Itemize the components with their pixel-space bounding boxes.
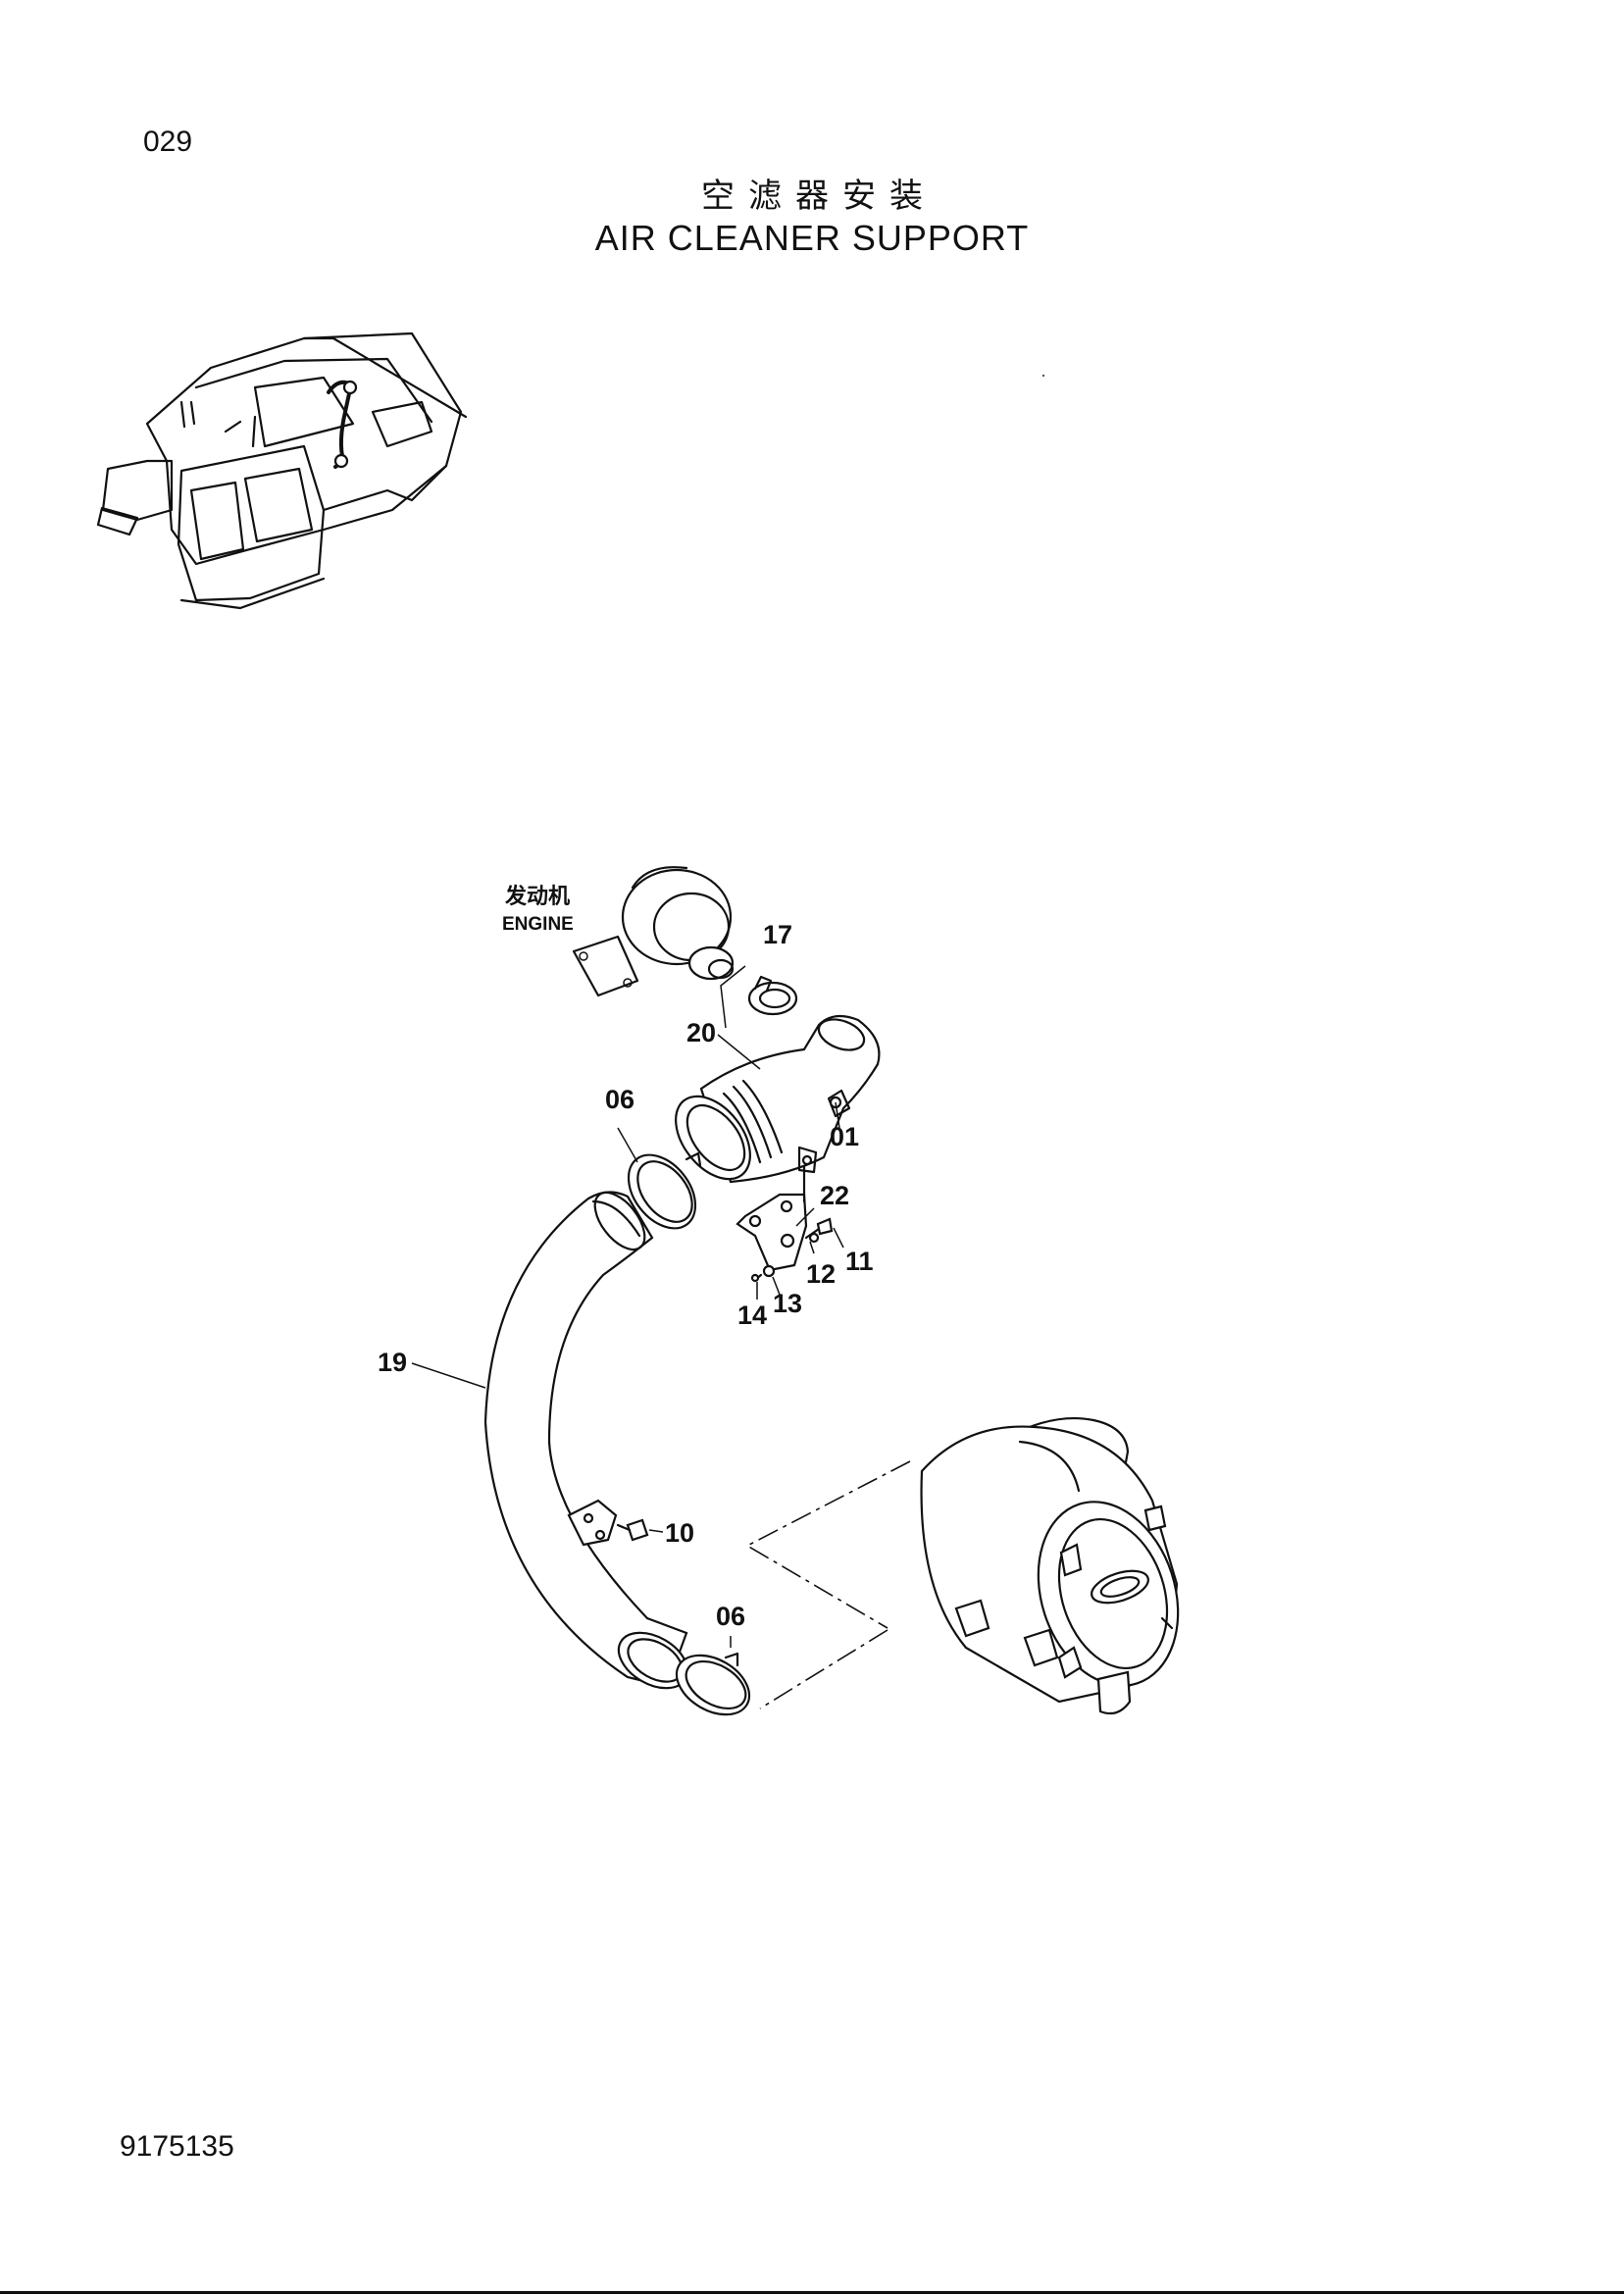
excavator-location-icon: [96, 332, 468, 610]
engine-label-chinese: 发动机: [504, 884, 570, 909]
callout-20: 20: [686, 1018, 716, 1047]
title-chinese: 空滤器安装: [701, 177, 937, 216]
callout-01: 01: [830, 1122, 859, 1151]
bracket-22: [736, 1165, 834, 1283]
clamp-17: [747, 975, 798, 1016]
document-number: 9175135: [120, 2130, 234, 2163]
bolt-10: [616, 1518, 649, 1542]
callout-06-upper: 06: [605, 1085, 634, 1114]
engine-label-english: ENGINE: [502, 914, 574, 935]
air-cleaner-icon: [920, 1417, 1180, 1715]
title-english: AIR CLEANER SUPPORT: [594, 218, 1030, 258]
bottom-rule: [0, 2291, 1624, 2294]
page-number: 029: [143, 126, 193, 158]
callout-14: 14: [737, 1300, 767, 1330]
speck-dot: [1041, 374, 1045, 378]
clamp-06-upper: [627, 1151, 702, 1230]
callout-11: 11: [845, 1247, 874, 1276]
clamp-06-lower: [675, 1652, 751, 1716]
callout-06-lower: 06: [716, 1602, 745, 1631]
engine-turbo-icon: [572, 866, 735, 997]
callout-22: 22: [820, 1181, 849, 1210]
callout-10: 10: [665, 1518, 694, 1548]
callout-19: 19: [378, 1348, 407, 1377]
connection-line-lower: [759, 1629, 888, 1709]
callout-12: 12: [806, 1259, 836, 1289]
connection-line-upper: [745, 1460, 911, 1629]
callout-13: 13: [773, 1289, 802, 1318]
elbow-hose-20: [675, 1014, 881, 1184]
callout-17: 17: [763, 920, 792, 949]
hose-19: [483, 1191, 689, 1690]
leader-lines: [411, 965, 844, 1648]
